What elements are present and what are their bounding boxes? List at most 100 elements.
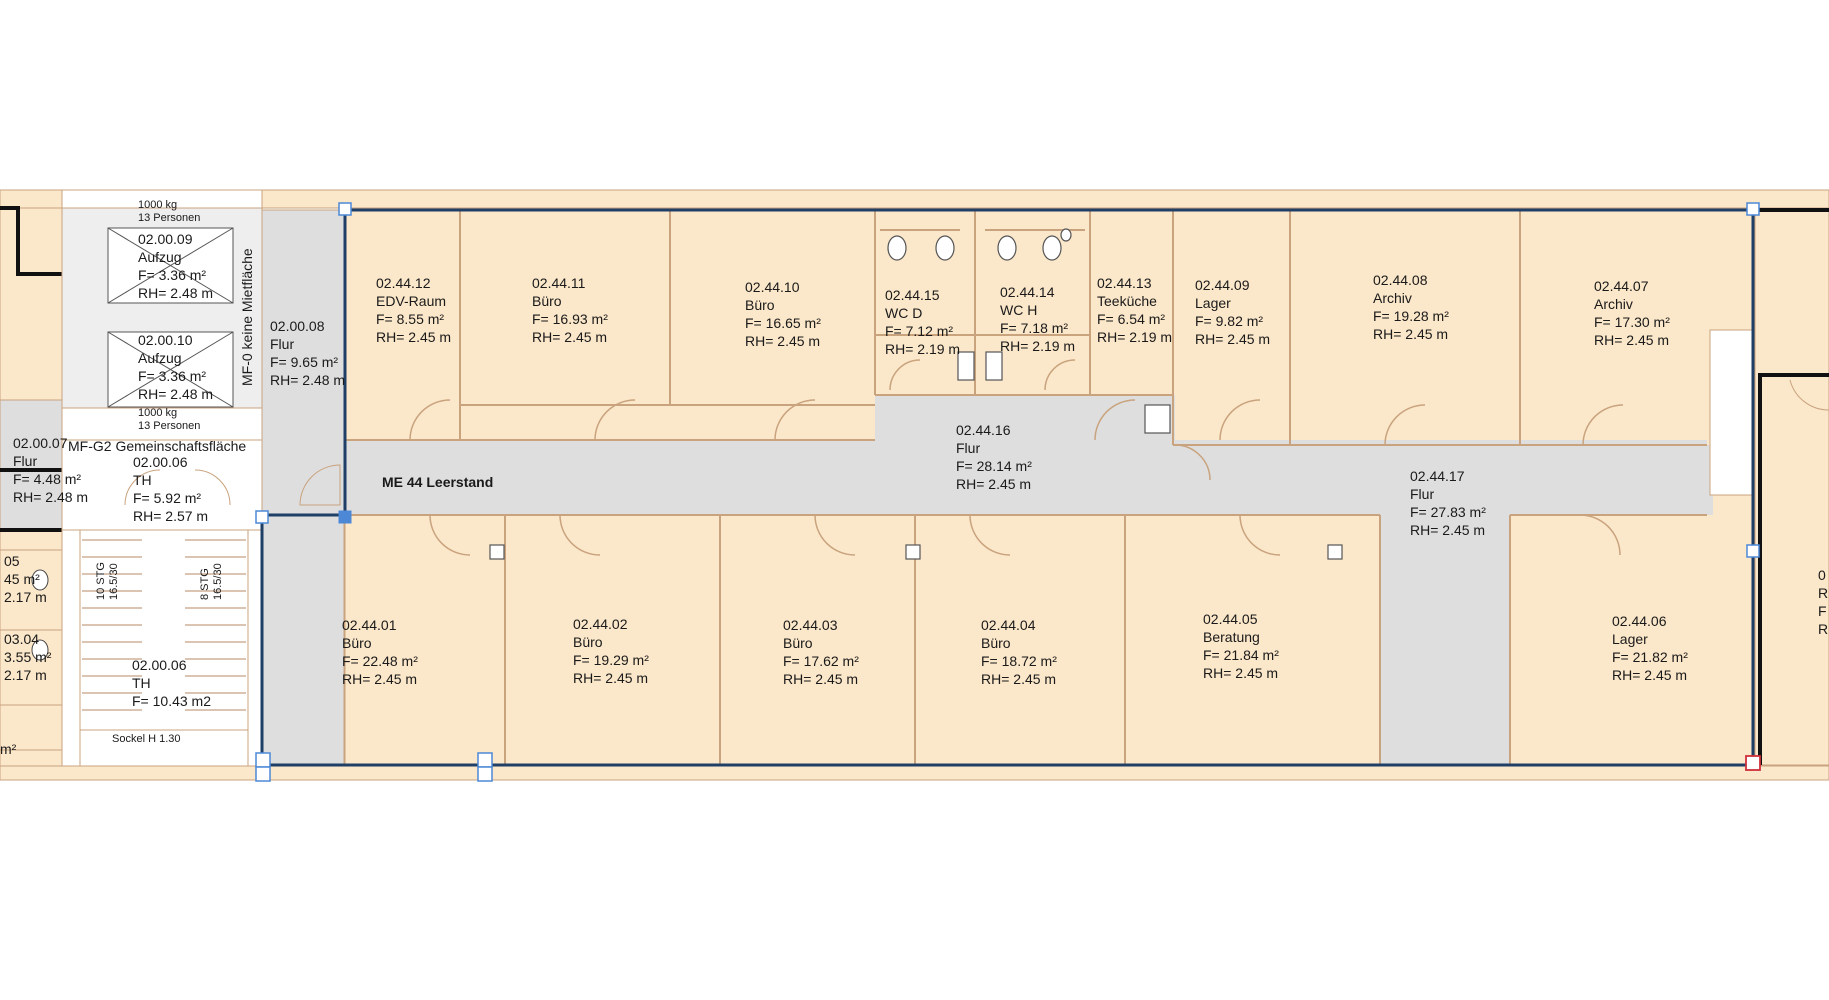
label-line: Flur <box>1410 486 1434 502</box>
label-line: 02.44.09 <box>1195 277 1250 293</box>
label-line: RH= 2.48 m <box>138 386 213 402</box>
label-line: Büro <box>783 635 813 651</box>
label-line: 02.00.10 <box>138 332 193 348</box>
label-line: F= 9.82 m² <box>1195 313 1263 329</box>
label-line: F= 5.92 m² <box>133 490 201 506</box>
label-line: F= 21.84 m² <box>1203 647 1279 663</box>
label-line: RH= 2.45 m <box>956 476 1031 492</box>
label-line: 0 <box>1818 567 1826 583</box>
label-line: F <box>1818 603 1827 619</box>
label-line: 8 STG <box>199 568 211 600</box>
label-line: WC D <box>885 305 922 321</box>
label-line: RH= 2.45 m <box>981 671 1056 687</box>
label-line: 02.44.08 <box>1373 272 1428 288</box>
label-line: F= 6.54 m² <box>1097 311 1165 327</box>
label-line: 02.44.05 <box>1203 611 1258 627</box>
left-partial-unit <box>0 206 67 767</box>
label-line: RH= 2.48 m <box>270 372 345 388</box>
label-line: 16.5/30 <box>212 563 224 600</box>
facade-top <box>0 189 1829 781</box>
label-line: Archiv <box>1594 296 1633 312</box>
label-line: 02.44.10 <box>745 279 800 295</box>
label-line: Aufzug <box>138 249 182 265</box>
label-line: 03.04 <box>4 631 39 647</box>
label-line: F= 27.83 m² <box>1410 504 1486 520</box>
selection-handles[interactable] <box>255 202 1761 782</box>
label-line: 13 Personen <box>138 420 200 432</box>
label-line: RH= 2.45 m <box>1594 332 1669 348</box>
label-line: RH= 2.45 m <box>1612 667 1687 683</box>
label-line: 02.44.16 <box>956 422 1011 438</box>
label-line: 2.17 m <box>4 589 47 605</box>
label-line: Büro <box>573 634 603 650</box>
label-line: 13 Personen <box>138 212 200 224</box>
label-line: 02.44.01 <box>342 617 397 633</box>
label-line: 3.55 m² <box>4 649 52 665</box>
right-partial-unit <box>1754 208 1829 766</box>
label-line: RH= 2.45 m <box>1373 326 1448 342</box>
label-line: 02.44.03 <box>783 617 838 633</box>
label-line: 02.44.12 <box>376 275 431 291</box>
label-line: 02.44.02 <box>573 616 628 632</box>
mf-g2-label: MF-G2 Gemeinschaftsfläche <box>68 438 246 454</box>
stair-label-right: 8 STG16.5/30 <box>199 563 224 600</box>
label-line: Lager <box>1195 295 1231 311</box>
label-line: F= 17.30 m² <box>1594 314 1670 330</box>
label-line: Teeküche <box>1097 293 1157 309</box>
sockel-label: Sockel H 1.30 <box>112 733 180 745</box>
label-line: RH= 2.45 m <box>1195 331 1270 347</box>
label-line: 02.00.08 <box>270 318 325 334</box>
label-line: 45 m² <box>4 571 40 587</box>
label-line: F= 16.65 m² <box>745 315 821 331</box>
label-line: F= 19.29 m² <box>573 652 649 668</box>
label-line: Büro <box>981 635 1011 651</box>
label-line: F= 8.55 m² <box>376 311 444 327</box>
label-line: F= 22.48 m² <box>342 653 418 669</box>
label-line: m² <box>0 741 17 757</box>
label-line: R <box>1818 621 1828 637</box>
label-line: RH= 2.45 m <box>783 671 858 687</box>
label-line: RH= 2.45 m <box>342 671 417 687</box>
room-label-left-c: m² <box>0 741 17 757</box>
me44-label: ME 44 Leerstand <box>382 474 493 490</box>
label-line: TH <box>132 675 151 691</box>
label-line: RH= 2.45 m <box>1410 522 1485 538</box>
label-line: RH= 2.45 m <box>1203 665 1278 681</box>
stair-label-left: 10 STG16.5/30 <box>95 562 120 600</box>
core-area <box>61 189 345 767</box>
label-line: 16.5/30 <box>108 563 120 600</box>
label-line: RH= 2.45 m <box>376 329 451 345</box>
label-line: 02.44.11 <box>532 275 586 291</box>
label-line: F= 3.36 m² <box>138 267 206 283</box>
label-line: Aufzug <box>138 350 182 366</box>
label-line: 02.00.09 <box>138 231 193 247</box>
stair-treads <box>82 539 246 711</box>
label-line: RH= 2.19 m <box>1097 329 1172 345</box>
label-line: F= 10.43 m2 <box>132 693 211 709</box>
label-line: Büro <box>342 635 372 651</box>
label-line: Archiv <box>1373 290 1412 306</box>
label-line: F= 19.28 m² <box>1373 308 1449 324</box>
label-line: F= 4.48 m² <box>13 471 81 487</box>
label-line: Flur <box>13 453 37 469</box>
label-line: RH= 2.19 m <box>885 341 960 357</box>
label-line: Flur <box>270 336 294 352</box>
label-line: F= 3.36 m² <box>138 368 206 384</box>
label-line: F= 17.62 m² <box>783 653 859 669</box>
label-line: 02.44.13 <box>1097 275 1152 291</box>
